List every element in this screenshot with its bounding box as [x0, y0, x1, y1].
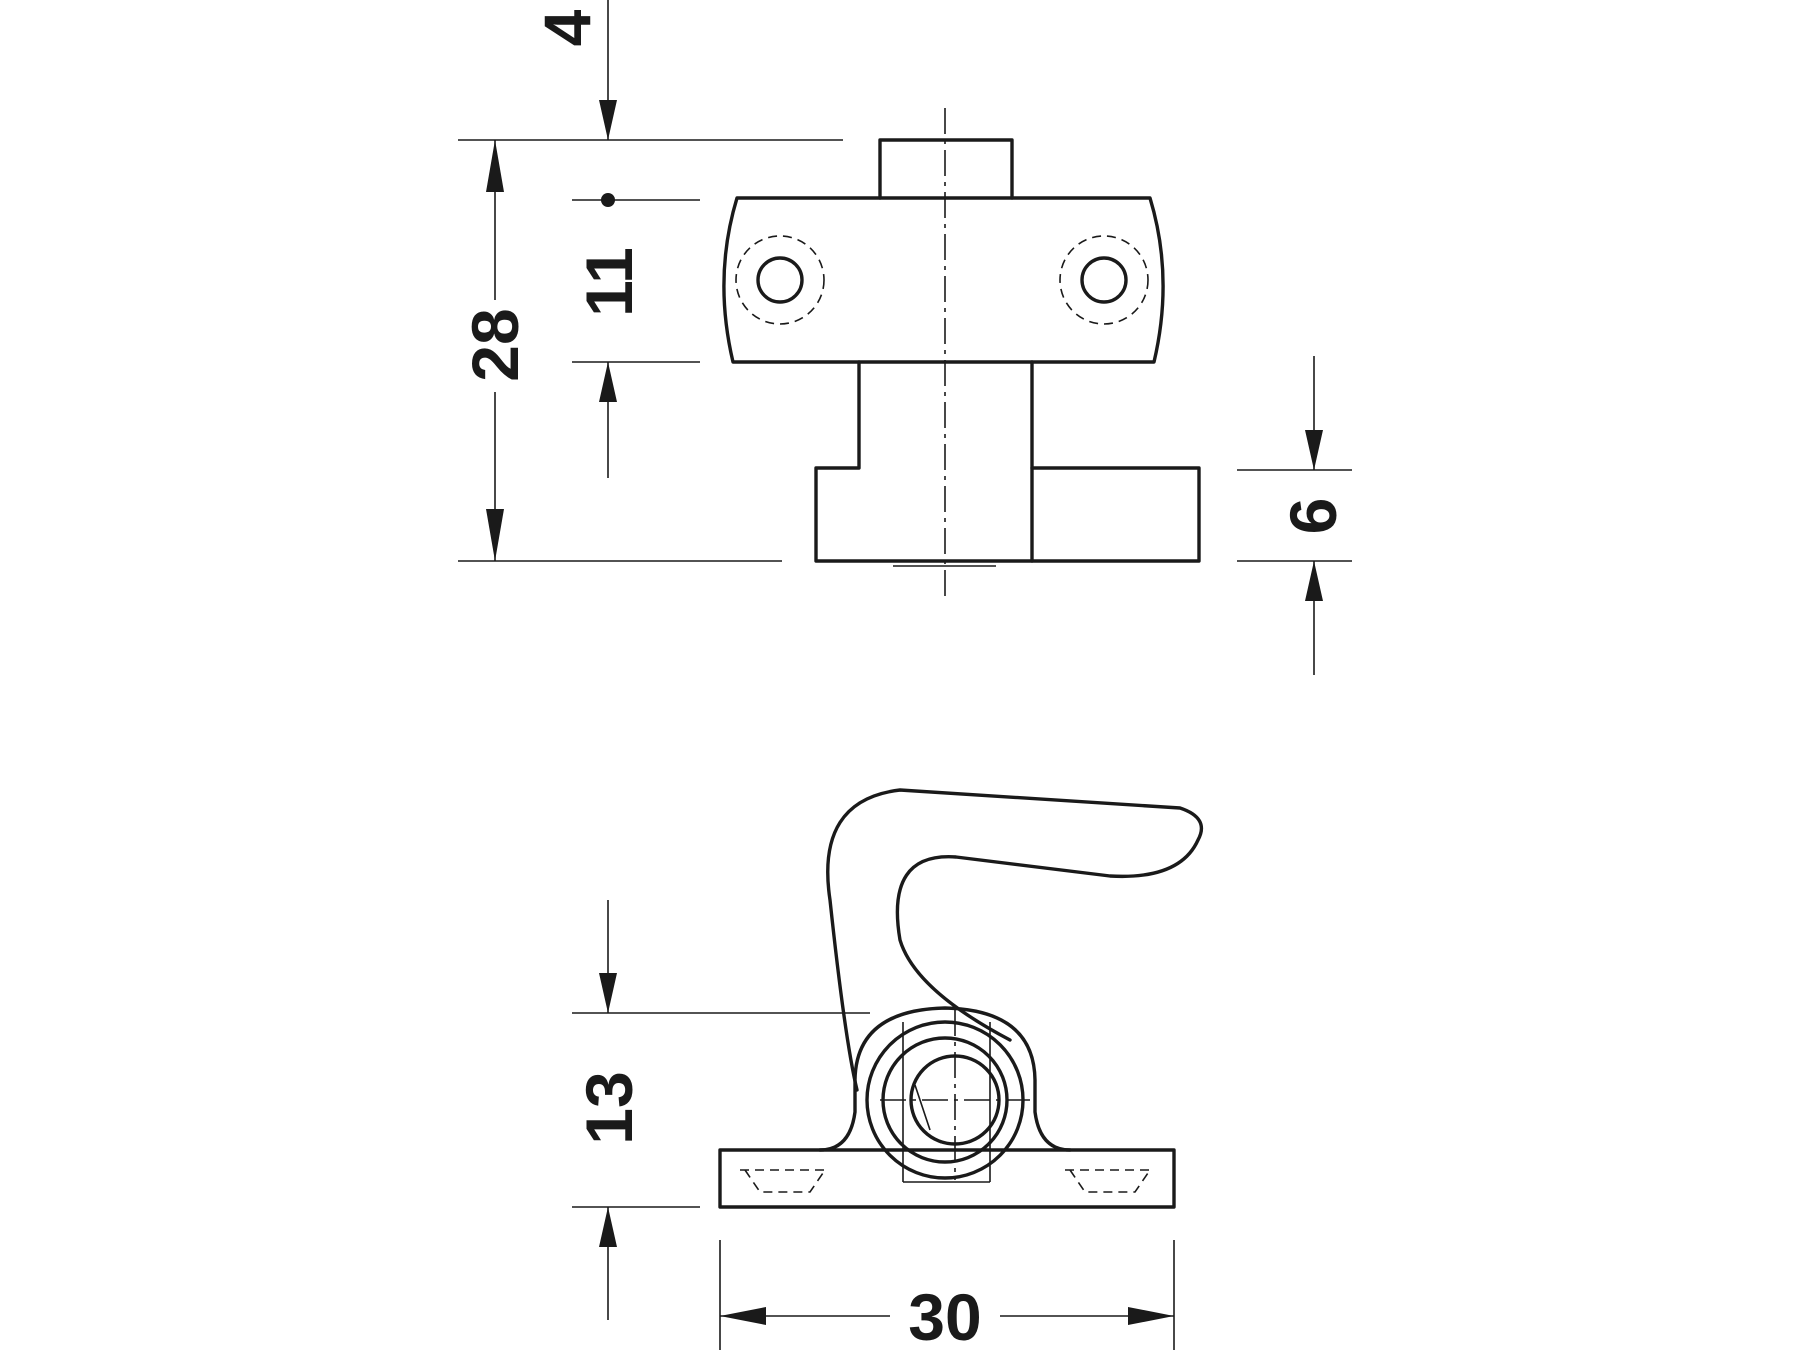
pin-flat — [914, 1084, 931, 1131]
screw-hole-left — [756, 256, 804, 304]
top-pin — [878, 138, 1014, 200]
pin-slot — [902, 1022, 991, 1183]
side-view-dimensions — [572, 900, 1175, 1350]
dim-label-base-thickness: 6 — [1276, 498, 1350, 535]
dim-label-pivot-height: 13 — [572, 1071, 646, 1144]
mounting-plate — [722, 196, 1165, 364]
top-view — [722, 108, 1201, 602]
dim-arrow — [599, 362, 617, 402]
countersink-left — [740, 1169, 830, 1193]
dim-arrow — [486, 140, 504, 192]
dim-dot — [601, 193, 615, 207]
dim-arrow — [1305, 430, 1323, 470]
dim-label-overall-width: 30 — [908, 1280, 981, 1350]
screw-countersink-right — [1059, 235, 1149, 325]
pivot-housing — [818, 1006, 1072, 1152]
screw-countersink-left — [735, 235, 825, 325]
dim-arrow — [1128, 1307, 1174, 1325]
dim-arrow — [599, 973, 617, 1013]
lever-handle — [826, 788, 1204, 1092]
side-view — [718, 788, 1204, 1209]
top-view-dimensions — [458, 0, 1352, 675]
dim-arrow — [1305, 561, 1323, 601]
screw-hole-right — [1080, 256, 1128, 304]
stem-and-base — [814, 360, 1201, 563]
dim-arrow — [720, 1307, 766, 1325]
dim-label-overall-height: 28 — [458, 308, 532, 381]
countersink-right — [1065, 1169, 1155, 1193]
dim-label-top-offset: 4 — [530, 9, 604, 46]
base-plate — [718, 1148, 1176, 1209]
dim-arrow — [599, 1207, 617, 1247]
dim-label-bracket-height: 11 — [572, 247, 646, 317]
dim-arrow — [599, 100, 617, 140]
dim-arrow — [486, 509, 504, 561]
